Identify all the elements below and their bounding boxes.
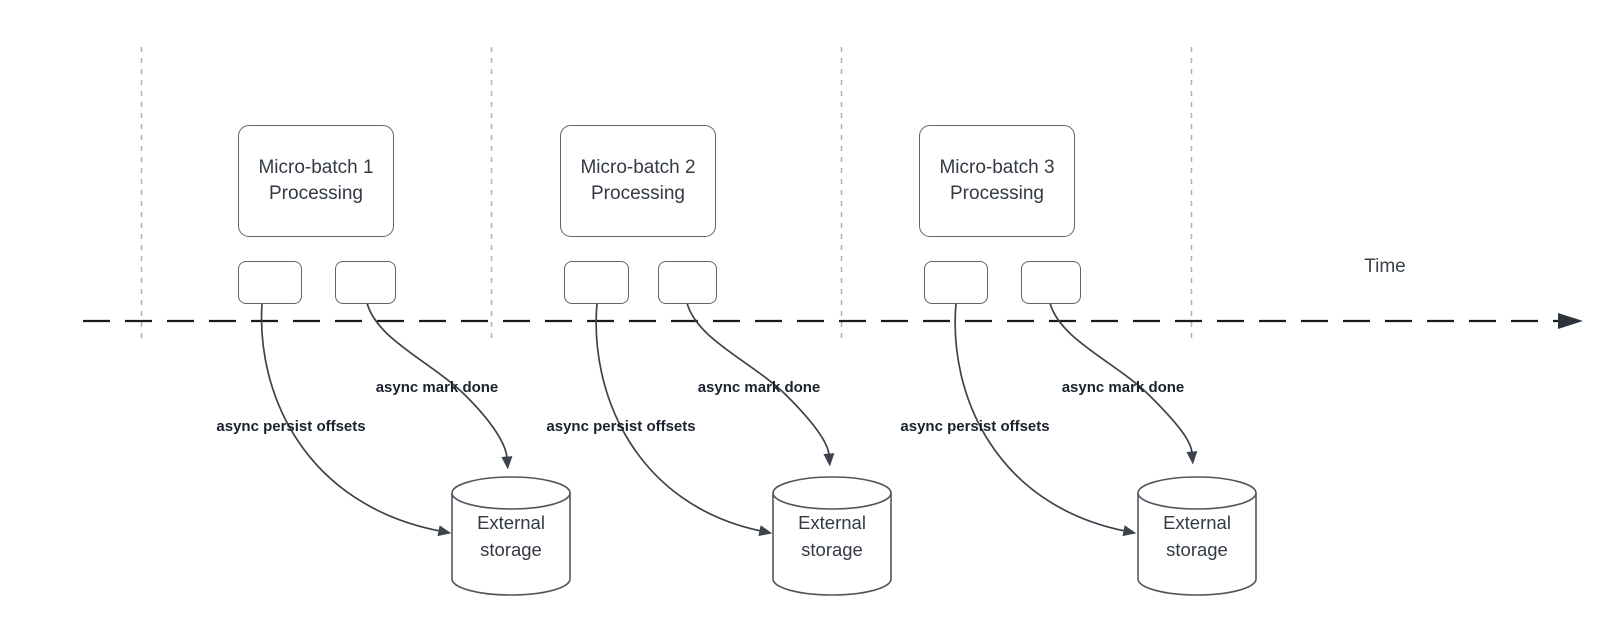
external-storage-cylinder-3	[1137, 476, 1257, 596]
persist-offsets-label-1: async persist offsets	[216, 418, 366, 435]
micro-batch-title-3: Micro-batch 3	[939, 157, 1055, 178]
task-box-1-right	[335, 261, 396, 304]
task-box-2-right	[658, 261, 717, 304]
micro-batch-box-2: Micro-batch 2 Processing	[560, 125, 716, 237]
external-storage-cylinder-1	[451, 476, 571, 596]
mark-done-label-1: async mark done	[375, 379, 499, 396]
persist-offsets-label-2: async persist offsets	[546, 418, 696, 435]
mark-done-arrow-3	[1049, 302, 1198, 465]
external-storage-label-2: External storage	[798, 512, 866, 560]
mark-done-arrow-1	[366, 302, 513, 470]
external-storage-label-1: External storage	[477, 512, 545, 560]
time-axis-arrowhead	[1558, 313, 1583, 329]
external-storage-cylinder-2	[772, 476, 892, 596]
persist-offsets-label-3: async persist offsets	[900, 418, 1050, 435]
micro-batch-subtitle-1: Processing	[269, 183, 363, 204]
mark-done-label-2: async mark done	[697, 379, 821, 396]
persist-offsets-arrow-1	[260, 302, 452, 537]
persist-offsets-arrow-3	[954, 302, 1137, 537]
micro-batch-box-1: Micro-batch 1 Processing	[238, 125, 394, 237]
external-storage-label-3: External storage	[1163, 512, 1231, 560]
micro-batch-subtitle-3: Processing	[950, 183, 1044, 204]
task-box-1-left	[238, 261, 302, 304]
micro-batch-title-1: Micro-batch 1	[258, 157, 374, 178]
time-label: Time	[1364, 256, 1406, 277]
task-box-2-left	[564, 261, 629, 304]
mark-done-arrow-2	[686, 302, 835, 467]
task-box-3-left	[924, 261, 988, 304]
micro-batch-title-2: Micro-batch 2	[580, 157, 696, 178]
micro-batch-box-3: Micro-batch 3 Processing	[919, 125, 1075, 237]
mark-done-label-3: async mark done	[1061, 379, 1185, 396]
persist-offsets-arrow-2	[595, 302, 773, 537]
micro-batch-subtitle-2: Processing	[591, 183, 685, 204]
task-box-3-right	[1021, 261, 1081, 304]
